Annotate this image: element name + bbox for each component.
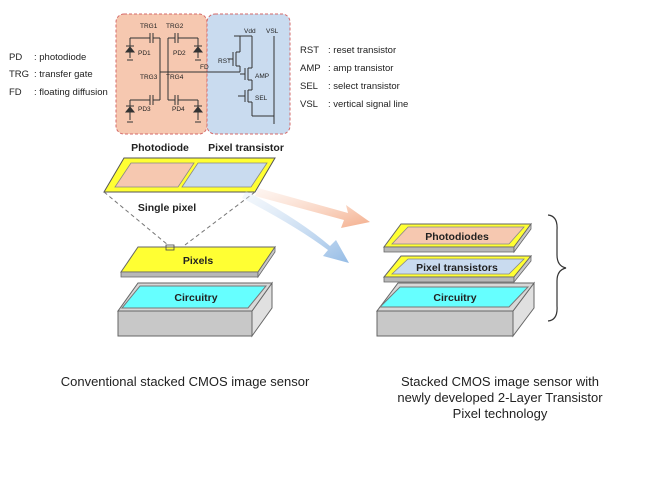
trg2-label: TRG2	[166, 23, 184, 30]
trg3-label: TRG3	[140, 74, 158, 81]
photodiodes-layer-label: Photodiodes	[425, 231, 489, 243]
stacked-sensor	[376, 222, 535, 338]
legend-pd-desc: : photodiode	[34, 52, 87, 63]
conventional-caption-text: Conventional stacked CMOS image sensor	[60, 374, 310, 389]
legend-sel-desc: : select transistor	[328, 81, 400, 92]
vsl-circuit-label: VSL	[266, 28, 279, 35]
single-pixel	[103, 157, 276, 193]
blue-arrow	[242, 191, 349, 263]
orange-arrow	[255, 188, 370, 228]
stacked-caption: Stacked CMOS image sensor with newly dev…	[370, 374, 630, 422]
legend-pd-abbr: PD	[9, 52, 23, 63]
pd4-label: PD4	[172, 106, 185, 113]
photodiode-heading: Photodiode	[131, 142, 189, 154]
legend-fd-desc: : floating diffusion	[34, 87, 108, 98]
fd-circuit-label: FD	[200, 64, 209, 71]
stacked-caption-line2: newly developed 2-Layer Transistor	[397, 390, 603, 405]
conventional-stack	[117, 244, 276, 338]
zoom-lines	[103, 191, 256, 246]
pd2-label: PD2	[173, 50, 186, 57]
legend-vsl: VSL : vertical signal line	[300, 98, 408, 111]
photodiode-circuit-panel	[115, 13, 208, 135]
stack-brace	[547, 214, 567, 322]
amp-circuit-label: AMP	[255, 73, 269, 80]
pixel-transistors-layer-label: Pixel transistors	[416, 262, 498, 274]
transistor-circuit	[207, 35, 275, 124]
legend-trg-abbr: TRG	[9, 69, 30, 80]
pd3-label: PD3	[138, 106, 151, 113]
photodiode-circuit	[124, 33, 207, 123]
pixel-transistor-heading: Pixel transistor	[208, 142, 284, 154]
legend-fd: FD : floating diffusion	[9, 86, 108, 99]
sel-circuit-label: SEL	[255, 95, 268, 102]
legend-vsl-desc: : vertical signal line	[328, 99, 409, 110]
trg1-label: TRG1	[140, 23, 158, 30]
legend-trg-desc: : transfer gate	[34, 69, 93, 80]
legend-amp-desc: : amp transistor	[328, 63, 394, 74]
pixels-layer-label: Pixels	[183, 255, 214, 267]
legend-sel-abbr: SEL	[300, 81, 318, 92]
conventional-circuitry-label: Circuitry	[174, 292, 217, 304]
rst-circuit-label: RST	[218, 58, 231, 65]
legend-amp: AMP : amp transistor	[300, 62, 393, 75]
legend-pd: PD : photodiode	[9, 51, 86, 64]
legend-sel: SEL : select transistor	[300, 80, 400, 93]
legend-trg: TRG : transfer gate	[9, 68, 93, 81]
legend-vsl-abbr: VSL	[300, 99, 318, 110]
trg4-label: TRG4	[166, 74, 184, 81]
legend-rst: RST : reset transistor	[300, 44, 396, 57]
single-pixel-caption: Single pixel	[138, 202, 196, 214]
conventional-caption: Conventional stacked CMOS image sensor	[30, 374, 340, 390]
stacked-caption-line1: Stacked CMOS image sensor with	[401, 374, 599, 389]
pd1-label: PD1	[138, 50, 151, 57]
stacked-circuitry-label: Circuitry	[433, 292, 476, 304]
legend-rst-desc: : reset transistor	[328, 45, 397, 56]
legend-rst-abbr: RST	[300, 45, 319, 56]
legend-fd-abbr: FD	[9, 87, 22, 98]
stacked-caption-line3: Pixel technology	[452, 406, 548, 421]
vdd-label: Vdd	[244, 28, 256, 35]
legend-amp-abbr: AMP	[300, 63, 321, 74]
